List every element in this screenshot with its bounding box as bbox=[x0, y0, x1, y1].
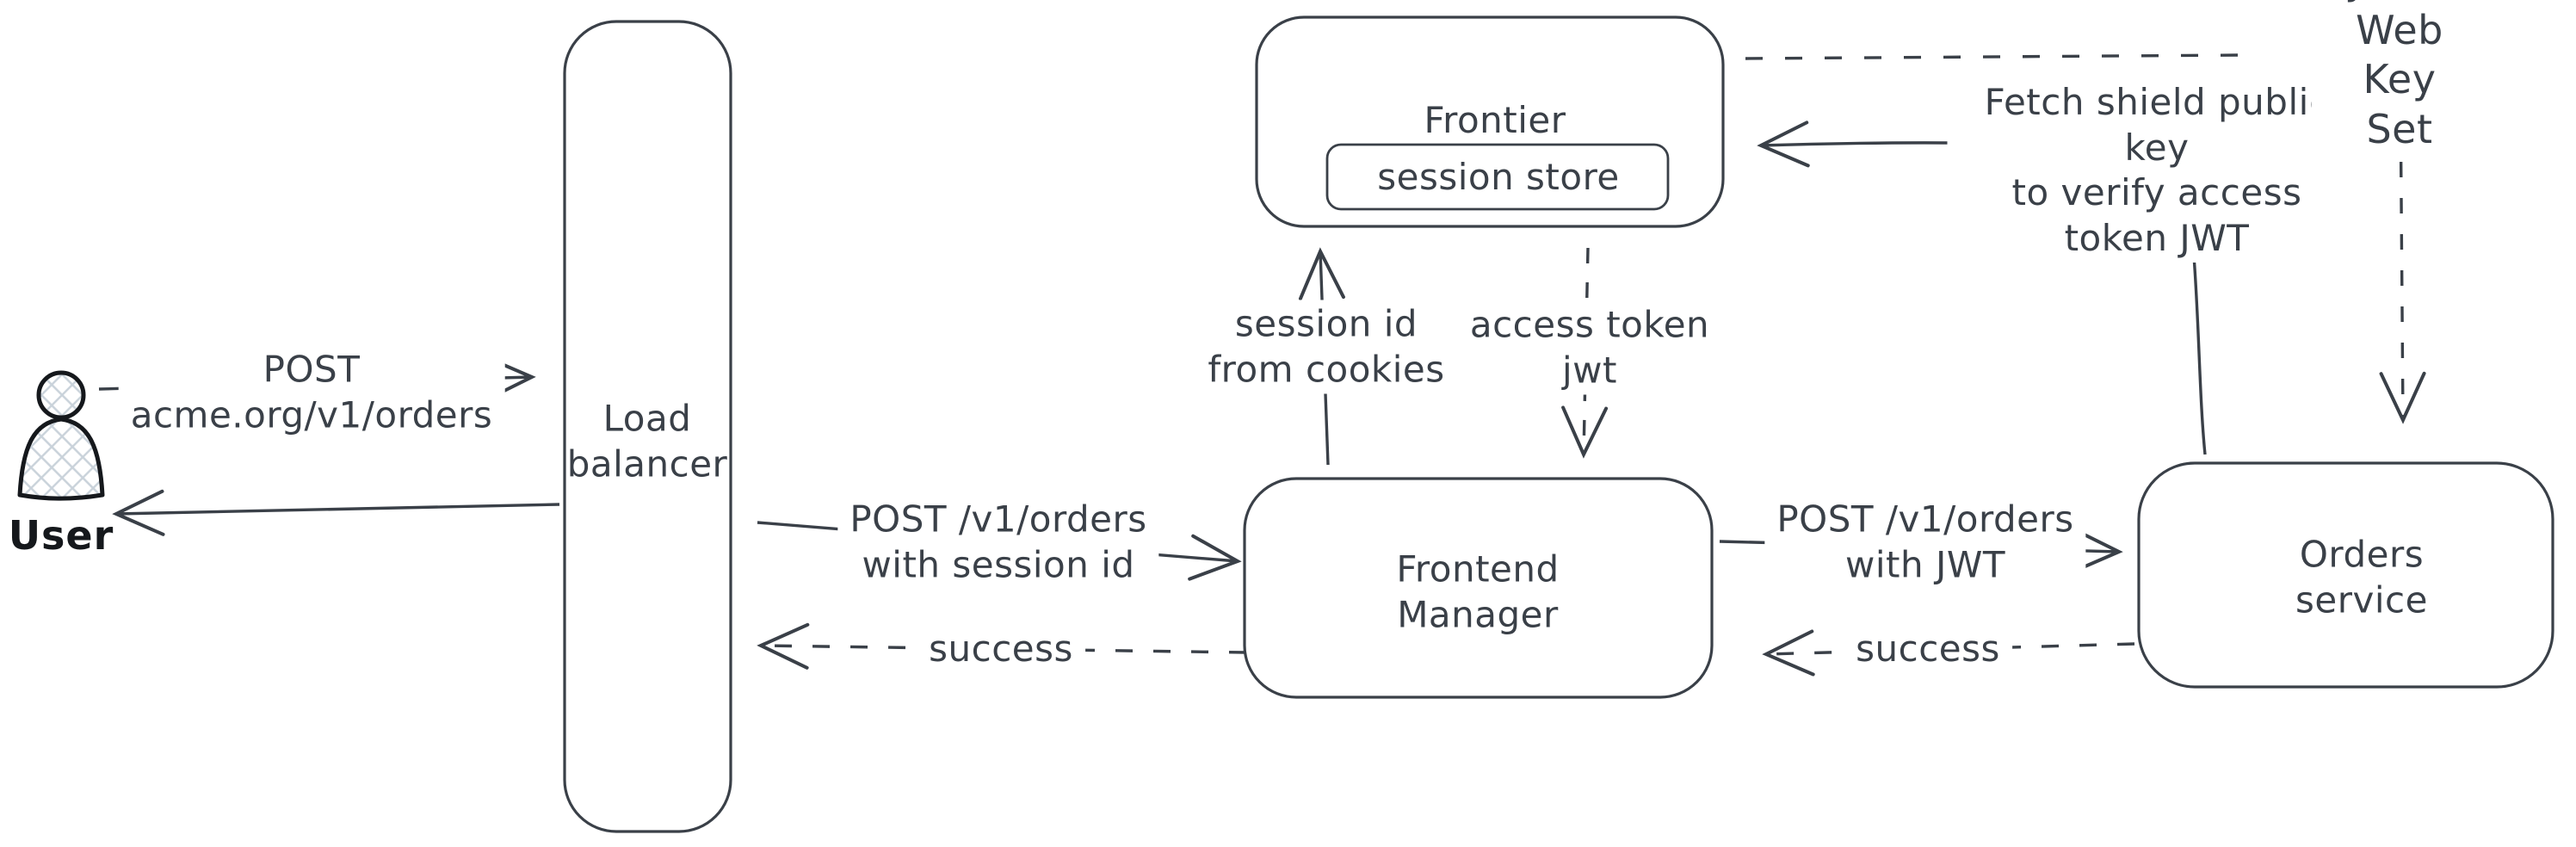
frontier-label: Frontier bbox=[1424, 98, 1566, 141]
orders-service-box bbox=[2137, 461, 2554, 689]
edge-label-success-left: success bbox=[917, 624, 1085, 674]
edge-label-post-orders-jwt: POST /v1/orders with JWT bbox=[1764, 495, 2086, 590]
edge-load-balancer-to-user bbox=[112, 489, 560, 536]
load-balancer-box bbox=[563, 20, 732, 833]
user-icon bbox=[17, 370, 105, 501]
edge-label-fetch-shield-public-key: Fetch shield public key to verify access… bbox=[1947, 78, 2367, 263]
edge-label-access-token-jwt: access token jwt bbox=[1457, 300, 1722, 395]
jwks-label: JSON Web Key Set bbox=[2311, 0, 2488, 156]
frontend-manager-label: Frontend Manager bbox=[1396, 547, 1560, 636]
orders-service-label: Orders service bbox=[2295, 533, 2428, 621]
session-store-box bbox=[1325, 143, 1670, 211]
edge-label-post-orders-session-id: POST /v1/orders with session id bbox=[837, 495, 1159, 590]
edge-frontier-to-jwks bbox=[1745, 53, 2239, 60]
user-label: User bbox=[8, 512, 114, 559]
edge-label-success-right: success bbox=[1844, 624, 2012, 674]
frontend-manager-box bbox=[1243, 477, 1714, 699]
edge-label-post-acme-orders: POST acme.org/v1/orders bbox=[118, 345, 505, 440]
load-balancer-label: Load balancer bbox=[566, 397, 728, 485]
session-store-label: session store bbox=[1377, 155, 1620, 198]
edge-orders-service-to-frontend-manager-success bbox=[1762, 629, 2135, 677]
edge-label-session-id-from-cookies: session id from cookies bbox=[1195, 300, 1457, 394]
